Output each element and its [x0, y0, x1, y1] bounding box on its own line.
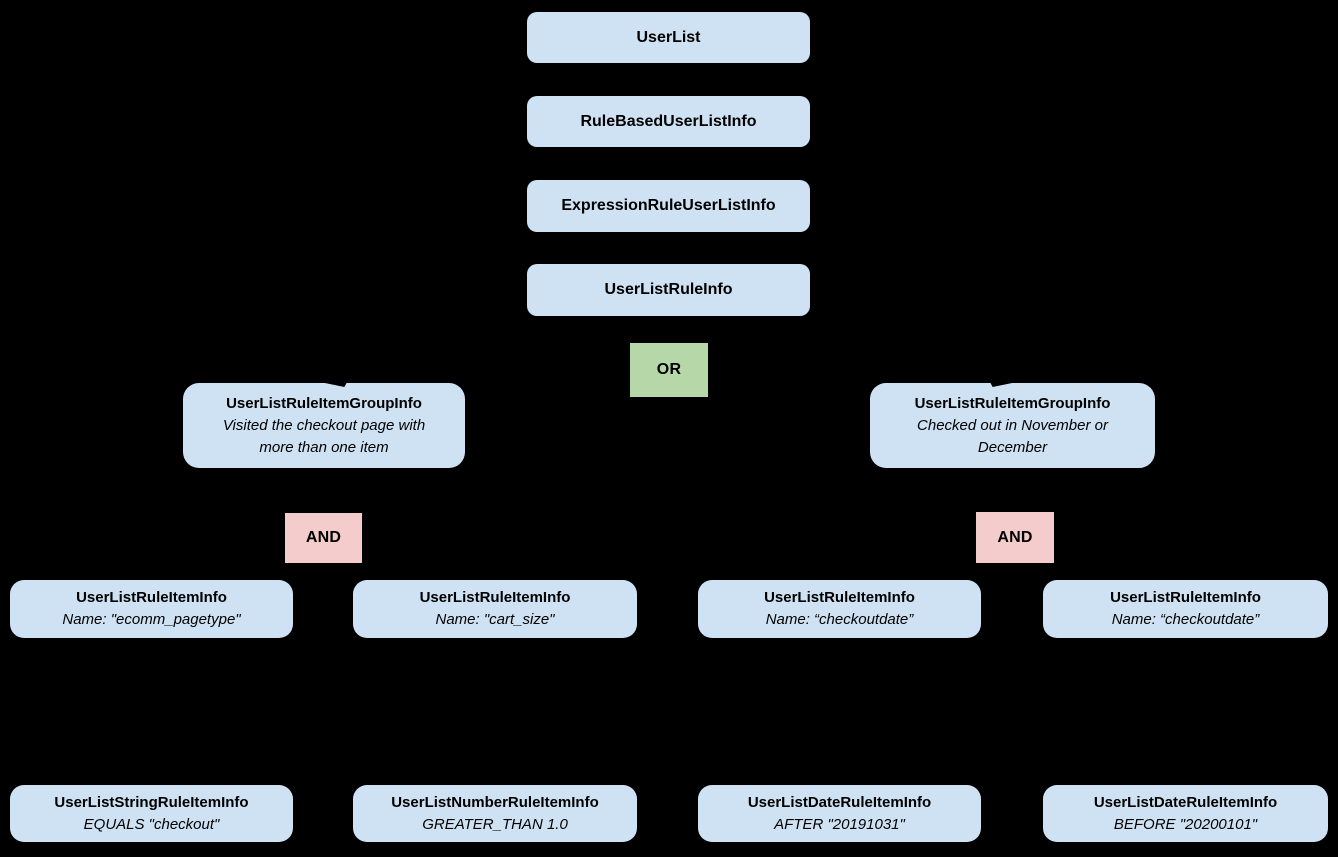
rule-item-1-detail: Name: "ecomm_pagetype": [62, 611, 241, 628]
rule-item-3-title: UserListRuleItemInfo: [764, 589, 915, 606]
node-leaf-string-rule-item: UserListStringRuleItemInfo EQUALS "check…: [10, 785, 293, 842]
node-expressionruleuserlistinfo-label: ExpressionRuleUserListInfo: [561, 197, 776, 214]
group-right-description: Checked out in November or December: [917, 416, 1108, 456]
or-operator-box: OR: [630, 343, 708, 397]
leaf-3-detail: AFTER "20191031": [774, 815, 905, 833]
node-rule-item-group-right: UserListRuleItemGroupInfo Checked out in…: [870, 383, 1155, 468]
node-leaf-date-rule-item-after: UserListDateRuleItemInfo AFTER "20191031…: [698, 785, 981, 842]
group-left-description: Visited the checkout page with more than…: [222, 416, 426, 456]
node-rulebaseduserlistinfo: RuleBasedUserListInfo: [527, 96, 810, 147]
and-operator-right-box: AND: [976, 512, 1054, 563]
rule-item-4-title: UserListRuleItemInfo: [1110, 589, 1261, 606]
rule-item-2-detail: Name: "cart_size": [435, 611, 555, 628]
node-userlist: UserList: [527, 12, 810, 63]
leaf-1-detail: EQUALS "checkout": [83, 815, 220, 833]
leaf-3-title: UserListDateRuleItemInfo: [747, 793, 932, 811]
rule-item-2-title: UserListRuleItemInfo: [419, 589, 571, 606]
rule-item-4-detail: Name: “checkoutdate”: [1111, 611, 1260, 628]
or-operator-label: OR: [656, 361, 682, 378]
node-leaf-number-rule-item: UserListNumberRuleItemInfo GREATER_THAN …: [353, 785, 637, 842]
leaf-4-title: UserListDateRuleItemInfo: [1093, 793, 1278, 811]
rule-item-3-detail: Name: “checkoutdate”: [765, 611, 914, 628]
and-operator-right-label: AND: [997, 528, 1033, 546]
node-rule-item-group-left: UserListRuleItemGroupInfo Visited the ch…: [183, 383, 465, 468]
node-userlistruleinfo: UserListRuleInfo: [527, 264, 810, 316]
node-rule-item-2: UserListRuleItemInfo Name: "cart_size": [353, 580, 637, 638]
group-right-title: UserListRuleItemGroupInfo: [914, 394, 1111, 412]
node-leaf-date-rule-item-before: UserListDateRuleItemInfo BEFORE "2020010…: [1043, 785, 1328, 842]
node-userlistruleinfo-label: UserListRuleInfo: [604, 281, 733, 298]
node-expressionruleuserlistinfo: ExpressionRuleUserListInfo: [527, 180, 810, 232]
leaf-2-detail: GREATER_THAN 1.0: [422, 815, 568, 833]
group-left-title: UserListRuleItemGroupInfo: [226, 394, 422, 412]
leaf-4-detail: BEFORE "20200101": [1113, 815, 1258, 833]
node-userlist-label: UserList: [636, 28, 701, 46]
rule-item-1-title: UserListRuleItemInfo: [76, 589, 227, 606]
and-operator-left-label: AND: [305, 529, 342, 546]
leaf-2-title: UserListNumberRuleItemInfo: [391, 793, 599, 811]
node-rule-item-1: UserListRuleItemInfo Name: "ecomm_pagety…: [10, 580, 293, 638]
node-rule-item-3: UserListRuleItemInfo Name: “checkoutdate…: [698, 580, 981, 638]
node-rulebaseduserlistinfo-label: RuleBasedUserListInfo: [580, 112, 757, 130]
leaf-1-title: UserListStringRuleItemInfo: [54, 793, 249, 811]
and-operator-left-box: AND: [285, 513, 362, 563]
node-rule-item-4: UserListRuleItemInfo Name: “checkoutdate…: [1043, 580, 1328, 638]
